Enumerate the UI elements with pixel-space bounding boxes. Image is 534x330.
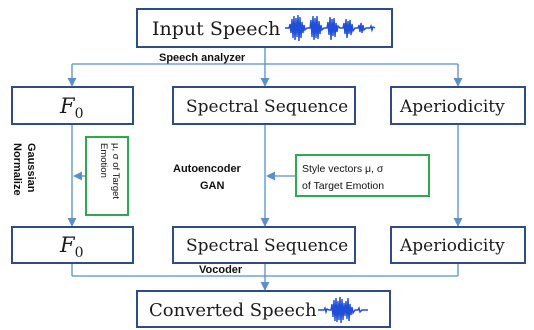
f0-top-label: F0	[59, 94, 84, 122]
spectral-top-node: Spectral Sequence	[172, 86, 356, 125]
vocoder-label: Vocoder	[199, 264, 243, 276]
f0-bottom-base: F	[59, 233, 76, 257]
aperiodicity-bottom-node: Aperiodicity	[390, 226, 526, 264]
style-vectors-line2: of Target Emotion	[302, 180, 384, 192]
f0-top-sub: 0	[75, 106, 84, 122]
speech-analyzer-label: Speech analyzer	[159, 52, 246, 64]
f0-bottom-label: F0	[59, 233, 84, 261]
f0-bottom-sub: 0	[75, 245, 84, 261]
autoencoder-label: Autoencoder	[173, 163, 242, 175]
style-vectors-note: Style vectors μ, σ of Target Emotion	[295, 154, 430, 197]
converted-speech-label: Converted Speech	[149, 300, 317, 321]
converted-speech-node: Converted Speech	[136, 290, 391, 328]
aperiodicity-bottom-label: Aperiodicity	[399, 236, 505, 256]
waveform-icon	[318, 296, 368, 324]
target-emotion-note: μ, σ of Target Emotion	[85, 136, 129, 216]
input-speech-label: Input Speech	[152, 18, 280, 40]
gaussian-label: Gaussian	[25, 143, 37, 193]
waveform-icon	[285, 14, 376, 42]
connectors	[67, 46, 463, 291]
spectral-top-label: Spectral Sequence	[186, 97, 348, 117]
spectral-bottom-label: Spectral Sequence	[186, 236, 348, 256]
style-vectors-line1: Style vectors μ, σ	[302, 163, 384, 175]
input-speech-node: Input Speech	[136, 8, 393, 48]
target-emotion-line2: Emotion	[98, 143, 109, 178]
gan-label: GAN	[200, 180, 225, 192]
aperiodicity-top-node: Aperiodicity	[390, 86, 526, 125]
normalize-label: Normalize	[11, 143, 23, 196]
spectral-bottom-node: Spectral Sequence	[172, 226, 356, 264]
aperiodicity-top-label: Aperiodicity	[399, 97, 505, 117]
f0-top-node: F0	[11, 86, 134, 125]
target-emotion-line1: μ, σ of Target	[110, 143, 121, 199]
f0-top-base: F	[59, 94, 76, 118]
f0-bottom-node: F0	[11, 226, 134, 264]
